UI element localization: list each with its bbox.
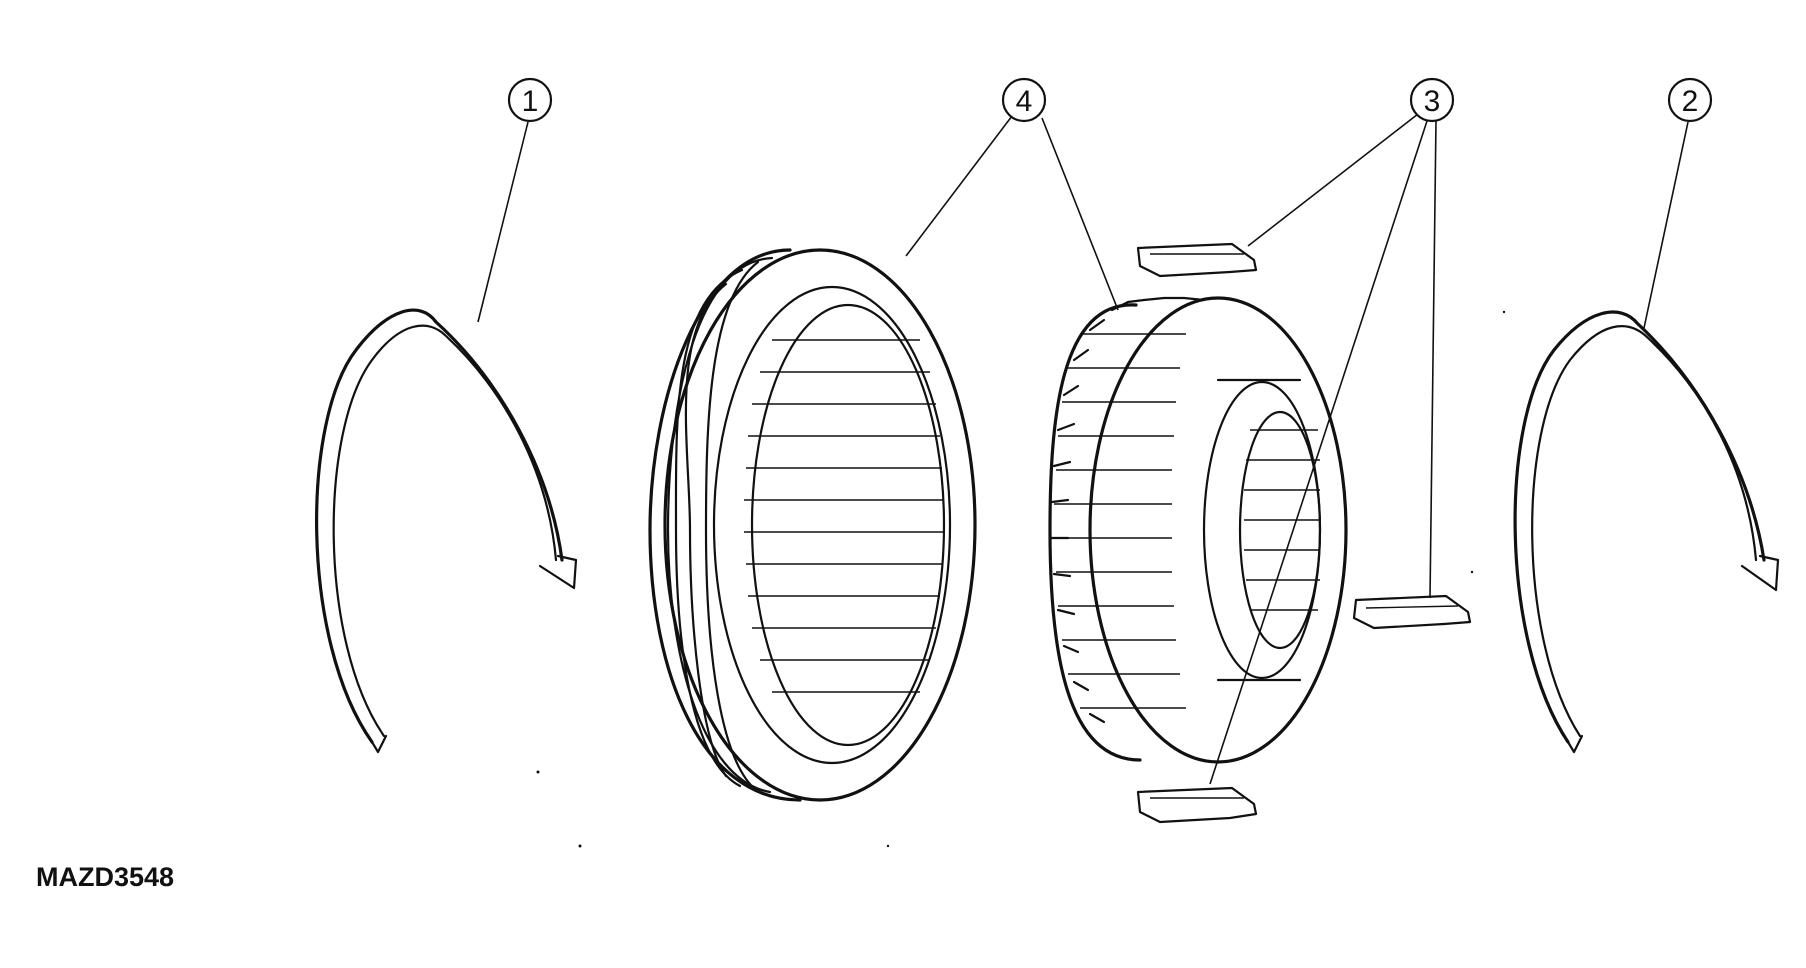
synchronizer-hub [1048,296,1348,764]
callout-3: 3 [1409,77,1455,123]
callout-2-label: 2 [1682,85,1699,118]
callout-4-label: 4 [1016,85,1033,118]
leader-lines [477,113,1689,785]
callout-3-label: 3 [1424,85,1441,118]
callout-1-label: 1 [522,85,539,118]
callout-1: 1 [507,77,553,123]
callout-2: 2 [1667,77,1713,123]
insert-key-top [1136,242,1258,278]
insert-key-bottom [1136,786,1258,824]
callout-4: 4 [1001,77,1047,123]
figure-code: MAZD3548 [36,862,175,892]
scan-specks [536,310,1506,848]
snap-ring-right [1513,310,1780,754]
insert-key-right [1352,594,1472,630]
snap-ring-left [315,308,578,754]
synchronizer-sleeve [648,248,977,802]
